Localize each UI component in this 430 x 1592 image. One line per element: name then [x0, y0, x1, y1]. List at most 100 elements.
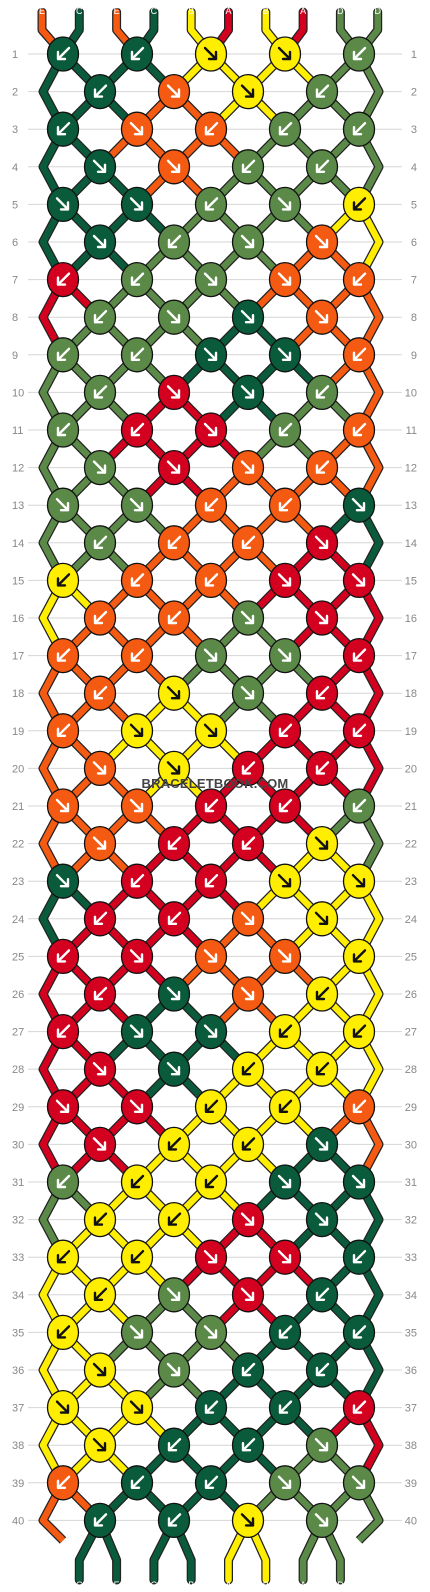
arrow-down-right-icon [129, 498, 144, 512]
arrow-down-left-icon [315, 686, 330, 700]
top-string-letter: E [114, 6, 120, 16]
arrow-down-right-icon [92, 761, 107, 775]
arrow-down-left-icon [241, 1061, 256, 1076]
arrow-down-right-icon [92, 836, 107, 850]
row-label-left: 12 [12, 463, 24, 475]
arrow-down-right-icon [277, 573, 292, 587]
arrow-down-left-icon [204, 197, 219, 211]
arrow-down-right-icon [129, 1325, 144, 1339]
knot [342, 412, 376, 448]
knot [305, 750, 339, 787]
knot [157, 1352, 191, 1388]
knot [268, 36, 302, 72]
arrow-down-left-icon [278, 498, 293, 512]
arrow-down-right-icon [203, 723, 218, 737]
arrow-down-left-icon [56, 422, 71, 437]
arrow-down-left-icon [241, 1437, 256, 1452]
row-label-right: 9 [411, 350, 417, 362]
knot [268, 637, 302, 674]
arrow-down-left-icon [167, 836, 182, 850]
arrow-down-right-icon [129, 1099, 144, 1114]
arrow-down-left-icon [352, 46, 367, 61]
knot [342, 1013, 376, 1050]
arrow-down-left-icon [352, 197, 367, 211]
top-string-letter: D [374, 6, 381, 16]
arrow-down-right-icon [166, 1362, 181, 1377]
row-label-left: 19 [12, 726, 24, 738]
arrow-down-right-icon [277, 1174, 292, 1189]
arrow-down-right-icon [203, 46, 218, 61]
top-string-letter: C [151, 6, 158, 16]
row-label-left: 20 [12, 763, 24, 775]
knot [157, 901, 191, 937]
row-label-left: 30 [12, 1139, 24, 1151]
arrow-down-left-icon [204, 798, 219, 813]
arrow-down-left-icon [56, 1174, 71, 1189]
knot [120, 788, 154, 824]
arrow-down-right-icon [92, 159, 107, 174]
arrow-down-right-icon [166, 686, 181, 700]
knot [305, 825, 339, 862]
knot [342, 261, 376, 298]
arrow-down-left-icon [278, 1400, 293, 1414]
row-label-right: 37 [405, 1403, 417, 1415]
knot [120, 562, 154, 599]
arrow-down-left-icon [130, 272, 145, 286]
row-label-left: 2 [12, 87, 18, 99]
arrow-down-left-icon [167, 911, 182, 925]
arrow-down-right-icon [351, 573, 366, 587]
knot [120, 36, 154, 72]
arrow-down-left-icon [167, 1437, 182, 1452]
knot [46, 337, 80, 373]
arrow-down-left-icon [241, 1362, 256, 1377]
bottom-string-letter: E [39, 1580, 45, 1590]
arrow-down-left-icon [352, 1249, 367, 1264]
row-label-right: 26 [405, 989, 417, 1001]
knot [194, 412, 228, 448]
knot [120, 412, 154, 448]
top-string-letter: E [39, 6, 45, 16]
knot [231, 1352, 265, 1388]
knot [83, 600, 117, 636]
arrow-down-left-icon [56, 723, 71, 737]
arrow-down-right-icon [277, 1249, 292, 1264]
arrow-down-right-icon [166, 385, 181, 399]
row-label-right: 24 [405, 914, 417, 926]
knot [268, 1314, 302, 1351]
knot [194, 637, 228, 674]
knot [157, 224, 191, 260]
arrow-down-right-icon [166, 460, 181, 474]
row-label-right: 33 [405, 1252, 417, 1264]
knot [342, 111, 376, 147]
knot [194, 1239, 228, 1275]
knot [194, 1164, 228, 1200]
knot [46, 1389, 80, 1426]
arrow-down-right-icon [55, 1400, 70, 1414]
row-label-right: 13 [405, 500, 417, 512]
arrow-down-right-icon [277, 949, 292, 963]
knot [305, 1051, 339, 1087]
knot [342, 863, 376, 899]
knot [305, 1502, 339, 1539]
bottom-string-letter: C [151, 1580, 158, 1590]
knot [194, 1013, 228, 1050]
knot [83, 1051, 117, 1087]
knot [120, 186, 154, 223]
knot [120, 487, 154, 523]
arrow-down-left-icon [204, 573, 219, 587]
bottom-string-letter: E [114, 1580, 120, 1590]
arrow-down-left-icon [167, 1137, 182, 1151]
arrow-down-left-icon [130, 347, 145, 361]
knot [46, 186, 80, 223]
top-string-letter: B [263, 6, 269, 16]
arrow-down-right-icon [55, 1099, 70, 1114]
arrow-down-left-icon [56, 648, 71, 662]
row-label-left: 35 [12, 1327, 24, 1339]
knot [305, 149, 339, 185]
knot [120, 713, 154, 749]
knot [231, 1277, 265, 1313]
knot [157, 1427, 191, 1463]
row-label-left: 38 [12, 1440, 24, 1452]
row-label-left: 21 [12, 801, 24, 813]
